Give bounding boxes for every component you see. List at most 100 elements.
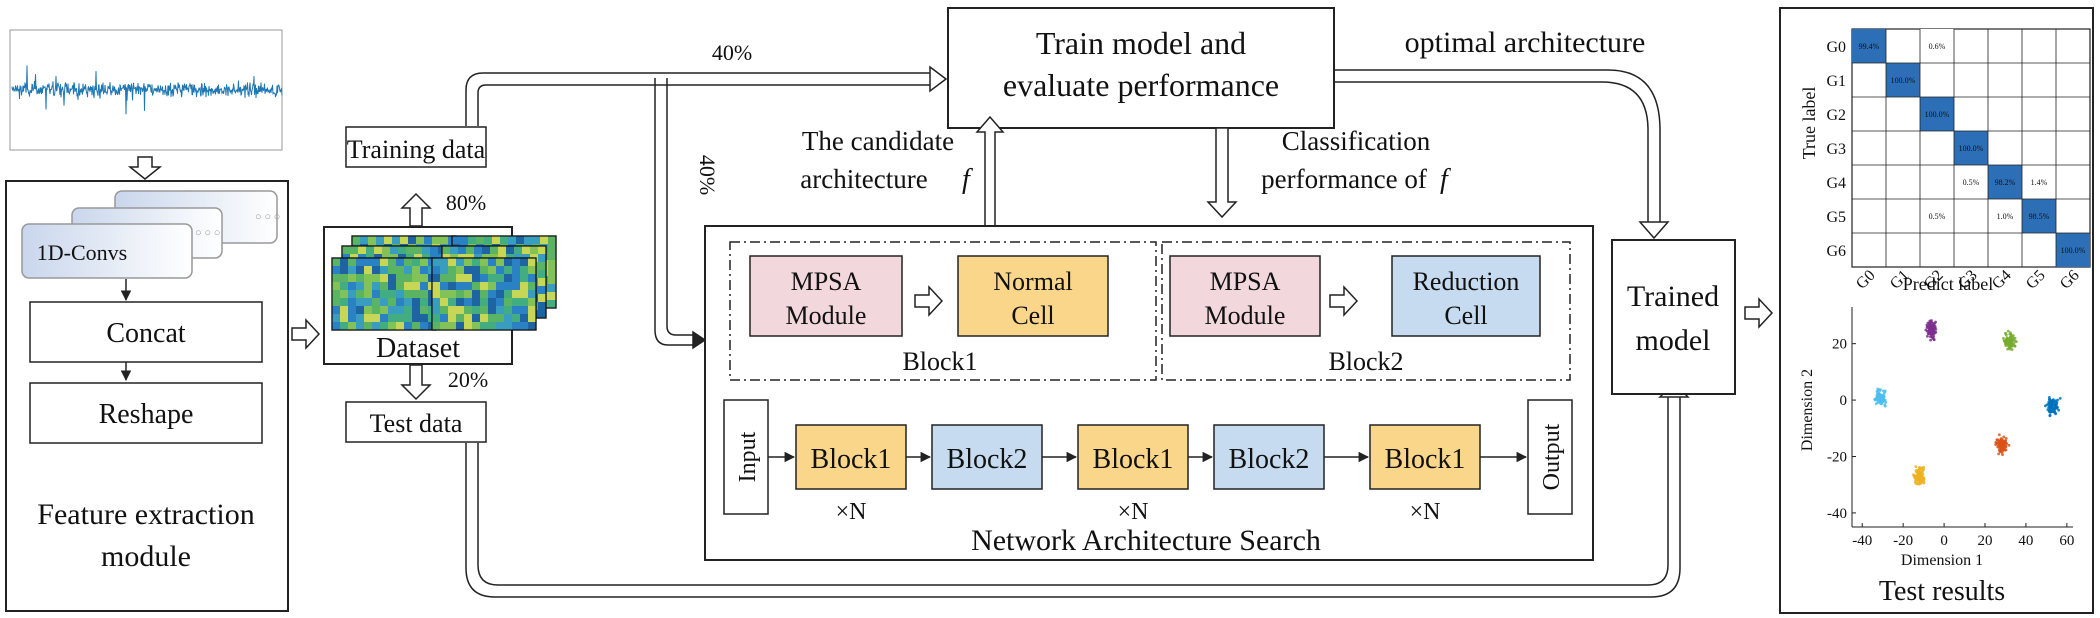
confusion-cell-value: 98.5% <box>2029 212 2050 221</box>
pipeline-block-label: Block1 <box>811 444 892 475</box>
confusion-matrix: 99.4%0.6%100.0%100.0%100.0%0.5%98.2%1.4%… <box>1826 28 2091 293</box>
tsne-xtick: 40 <box>2018 533 2033 549</box>
train-evaluate-line1: Train model and <box>1036 25 1246 61</box>
confusion-cell-value: 0.6% <box>1929 42 1946 51</box>
pipeline-block <box>931 424 1043 490</box>
block2-dashed-frame <box>1161 241 1571 381</box>
tsne-cluster <box>2001 329 2018 351</box>
train-pct: 80% <box>446 190 486 215</box>
concat-label: Concat <box>106 318 186 349</box>
hollow-arrow-up-train <box>400 192 432 227</box>
pct-side: 40% <box>695 155 720 195</box>
confusion-cell-value: 99.4% <box>1859 42 1880 51</box>
confusion-row-label: G1 <box>1826 73 1846 90</box>
reshape-box <box>29 382 263 444</box>
block1-label: Block1 <box>902 347 977 376</box>
train-evaluate-line2: evaluate performance <box>1003 67 1279 103</box>
pct-top: 40% <box>712 40 752 65</box>
tsne-xtick: 60 <box>2059 533 2074 549</box>
confusion-row-label: G2 <box>1826 107 1846 124</box>
confusion-row-label: G3 <box>1826 141 1846 158</box>
pipeline-block <box>1077 424 1189 490</box>
confusion-cell-value: 0.5% <box>1929 212 1946 221</box>
trained-model-line2: model <box>1636 324 1711 357</box>
hollow-arrow-down-classification <box>1206 127 1238 219</box>
block2-label: Block2 <box>1328 347 1403 376</box>
block2-cell-line1: Reduction <box>1413 267 1520 296</box>
confusion-cell <box>1852 29 1886 63</box>
training-data-label: Training data <box>347 135 486 164</box>
pipeline-input-box <box>723 399 769 515</box>
block2-mpsa-line1: MPSA <box>1210 267 1281 296</box>
pipeline-block-label: Block1 <box>1385 444 1466 475</box>
pipeline-block-label: Block1 <box>1093 444 1174 475</box>
confusion-cell <box>1920 199 1954 233</box>
repeat-label: ×N <box>1410 499 1441 525</box>
hollow-arrow-right-b2 <box>1329 285 1359 317</box>
hollow-arrow-right-results <box>1744 297 1774 329</box>
repeat-label: ×N <box>836 499 867 525</box>
conv-label: 1D-Convs <box>37 240 127 265</box>
candidate-f: f <box>962 164 973 195</box>
tsne-cluster <box>1994 433 2011 457</box>
tsne-xtick: -40 <box>1852 533 1872 549</box>
confusion-cell <box>2022 165 2056 199</box>
confusion-cell <box>1920 29 1954 63</box>
confusion-cell <box>1886 63 1920 97</box>
confusion-cell-value: 1.0% <box>1997 212 2014 221</box>
confusion-cell-value: 0.5% <box>1963 178 1980 187</box>
confusion-row-label: G0 <box>1826 39 1846 56</box>
tsne-cluster <box>2043 395 2062 418</box>
hollow-arrow-right-1 <box>291 318 321 350</box>
hollow-arrow-down-1 <box>127 156 163 180</box>
hollow-arrow-down-test <box>400 364 432 401</box>
confusion-cell-value: 100.0% <box>1891 76 1916 85</box>
dataset-label: Dataset <box>376 333 460 364</box>
tsne-cluster <box>1873 387 1888 408</box>
confusion-cell-value: 1.4% <box>2031 178 2048 187</box>
tsne-cluster <box>1912 465 1926 486</box>
block2-mpsa-box <box>1169 255 1321 337</box>
pipeline-block <box>795 424 907 490</box>
candidate-line2: architecture <box>800 164 927 194</box>
dots-icon: ○ ○ ○ <box>255 211 280 223</box>
dataset-box: Dataset <box>323 226 557 365</box>
hollow-arrow-up-candidate <box>975 115 1005 227</box>
block2-reduction-cell-box <box>1391 255 1541 337</box>
confusion-cell <box>1988 165 2022 199</box>
confusion-cell-value: 100.0% <box>1925 110 1950 119</box>
block1-cell-line1: Normal <box>993 267 1072 296</box>
tsne-ytick: -20 <box>1827 449 1847 465</box>
conv-card-front <box>21 223 193 279</box>
pipeline-output-box <box>1527 399 1573 515</box>
block2-mpsa-line2: Module <box>1205 301 1286 330</box>
vibration-signal-plot <box>9 29 283 151</box>
block2-cell-line2: Cell <box>1444 301 1487 330</box>
heatmap-stack <box>331 235 557 331</box>
train-evaluate-box <box>947 7 1335 129</box>
confusion-cell <box>1920 97 1954 131</box>
block1-cell-line2: Cell <box>1011 301 1054 330</box>
training-data-box <box>345 126 487 168</box>
block1-mpsa-box <box>749 255 903 337</box>
confusion-row-label: G6 <box>1826 243 1846 260</box>
repeat-label: ×N <box>1118 499 1149 525</box>
nas-title: Network Architecture Search <box>971 524 1321 557</box>
heatmap-frame <box>331 257 437 331</box>
pipeline-output-label: Output <box>1539 423 1565 490</box>
trained-model-box <box>1611 239 1736 395</box>
feature-module-title-1: Feature extraction <box>37 498 254 531</box>
trained-model-line1: Trained <box>1627 280 1719 313</box>
tsne-ytick: -40 <box>1827 506 1847 522</box>
confusion-cell <box>1988 199 2022 233</box>
block1-dashed-frame <box>729 241 1157 381</box>
hollow-arrow-right-b1 <box>914 285 944 317</box>
flow-to-nas <box>654 78 707 350</box>
tsne-cluster <box>1924 319 1938 342</box>
tsne-ylabel: Dimension 2 <box>1799 369 1816 451</box>
confusion-cell-value: 100.0% <box>2061 246 2086 255</box>
block1-mpsa-line1: MPSA <box>791 267 862 296</box>
confusion-cell <box>2056 233 2090 267</box>
